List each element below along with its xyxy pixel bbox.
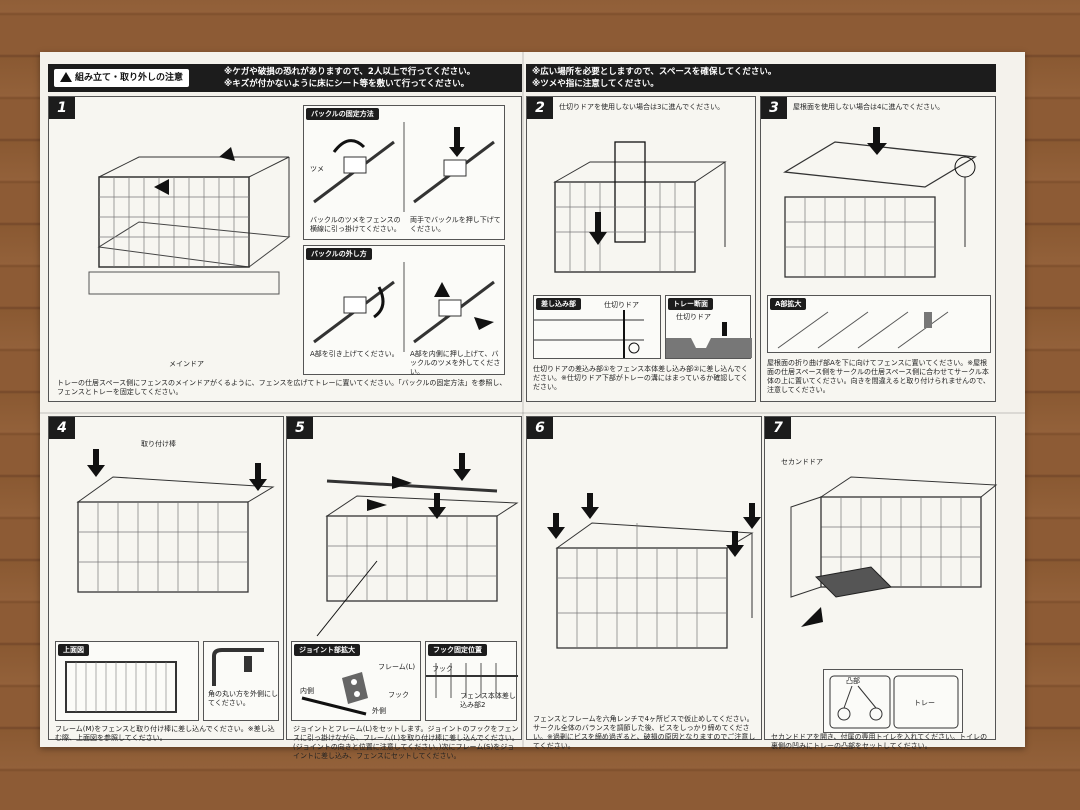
subpanel-buckle-remove: バックルの外し方 A部を引き上げてください。 A部を内側に押し上げて、バックルの… [303, 245, 505, 376]
step-6-caption: フェンスとフレームを六角レンチで4ヶ所ビスで仮止めしてください。サークル全体のバ… [533, 715, 756, 750]
step-7-panel: 7 セカンドドア 凸部 トレー セカンドドアを開き [764, 416, 998, 750]
header-left: 組み立て・取り外しの注意 ※ケガや破損の恐れがありますので、2人以上で行ってくだ… [48, 64, 522, 92]
instruction-sheet: 組み立て・取り外しの注意 ※ケガや破損の恐れがありますので、2人以上で行ってくだ… [40, 52, 1025, 760]
label-frame-l: フレーム(L) [378, 663, 416, 671]
subpanel-title: 差し込み部 [536, 298, 581, 310]
label-fence-insert: フェンス本体差し込み部2 [460, 692, 516, 709]
step-3-note: 屋根面を使用しない場合は4に進んでください。 [793, 103, 945, 111]
step-number: 2 [527, 97, 553, 119]
label-outer: 外側 [372, 707, 386, 715]
header-title: 組み立て・取り外しの注意 [54, 69, 190, 87]
top-view-illustration [65, 661, 177, 713]
header-left-notes: ※ケガや破損の恐れがありますので、2人以上で行ってください。 ※キズが付かないよ… [224, 66, 475, 90]
subpanel-title: トレー断面 [668, 298, 713, 310]
label-divider-door: 仕切りドア [676, 313, 711, 321]
fold-line-vertical [522, 52, 524, 747]
fold-line-horizontal [40, 412, 1025, 414]
subpanel-corner: 角の丸い方を外側にしてください。 [203, 641, 279, 721]
subpanel-buckle-fix: バックルの固定方法 ツメ バックルのツメをフェンスの横線に引っ掛けてください。 … [303, 105, 505, 240]
subpanel-toilet: 凸部 トレー [823, 669, 963, 733]
subpanel-title: ジョイント部拡大 [294, 644, 360, 656]
header-note: ※ツメや指に注意してください。 [532, 79, 659, 89]
step-2-caption: 仕切りドアの差込み部①をフェンス本体差し込み部②に差し込んでください。※仕切りド… [533, 365, 749, 391]
hook-position-illustration [426, 663, 518, 698]
step-number: 4 [49, 417, 75, 439]
insert-illustration [534, 310, 644, 358]
subpanel-insert: 差し込み部 仕切りドア [533, 295, 661, 359]
subpanel-title: バックルの固定方法 [306, 108, 379, 120]
cage-divider-illustration [553, 141, 727, 273]
a-detail-illustration [777, 311, 949, 349]
corner-text: 角の丸い方を外側にしてください。 [208, 690, 278, 707]
subpanel-title: バックルの外し方 [306, 248, 372, 260]
label-hook: フック [388, 691, 409, 699]
step-number: 5 [287, 417, 313, 439]
label-divider-door: 仕切りドア [604, 301, 639, 309]
subpanel-tray-section: トレー断面 仕切りドア [665, 295, 752, 359]
step-number: 6 [527, 417, 553, 439]
step-4-panel: 4 取り付け棒 上面図 [48, 416, 284, 742]
label-mounting-rod: 取り付け棒 [141, 440, 176, 448]
step-number: 7 [765, 417, 791, 439]
step-5-panel: 5 ジョイント部拡大 フレーム(L) フック 内側 外側 [286, 416, 522, 760]
subpanel-title: 上面図 [58, 644, 89, 656]
joint-illustration [301, 672, 368, 716]
buckle-fix-text-1: バックルのツメをフェンスの横線に引っ掛けてください。 [310, 216, 401, 233]
cage-screws-illustration [547, 493, 761, 649]
cage-joint-illustration [316, 453, 519, 637]
warning-icon [60, 72, 72, 82]
header-note: ※ケガや破損の恐れがありますので、2人以上で行ってください。 [224, 67, 476, 77]
step-6-panel: 6 フェンスとフレームを六角レンチで4ヶ所ビスで仮止めしてください。サークル全体… [526, 416, 762, 750]
label-tsume: ツメ [310, 165, 324, 173]
step-4-caption: フレーム(M)をフェンスと取り付け棒に差し込んでください。※差し込む際、上面図を… [55, 725, 275, 742]
step-3-caption: 屋根面の折り曲げ部Aを下に向けてフェンスに置いてください。※屋根面の仕居スペース… [767, 359, 990, 394]
step-1-panel: 1 メインドア バックルの固定方法 [48, 96, 522, 402]
header-right: ※広い場所を必要としますので、スペースを確保してください。 ※ツメや指に注意して… [526, 64, 996, 92]
step-number: 3 [761, 97, 787, 119]
label-tray: トレー [914, 699, 935, 707]
label-hook: フック [432, 665, 453, 673]
subpanel-title: A部拡大 [770, 298, 807, 310]
header-right-notes: ※広い場所を必要としますので、スペースを確保してください。 ※ツメや指に注意して… [532, 66, 776, 90]
buckle-remove-text-2: A部を内側に押し上げて、バックルのツメを外してください。 [410, 350, 501, 376]
buckle-remove-illustration [313, 262, 495, 352]
step-1-caption: トレーの仕居スペース側にフェンスのメインドアがくるように、フェンスを広げてトレー… [57, 379, 507, 396]
corner-illustration [212, 648, 264, 686]
buckle-fix-text-2: 両手でバックルを押し下げてください。 [410, 216, 501, 233]
buckle-fix-illustration [313, 122, 495, 212]
cage-toilet-illustration [790, 476, 998, 627]
label-inner: 内側 [300, 687, 314, 695]
step-2-panel: 2 仕切りドアを使用しない場合は3に進んでください。 差し込み部 仕切りドア [526, 96, 756, 402]
step-5-caption: ジョイントとフレーム(L)をセットします。ジョイントのフックをフェンスに引っ掛け… [293, 725, 519, 760]
subpanel-title: フック固定位置 [428, 644, 487, 656]
tray-section-illustration [666, 322, 752, 358]
step-7-caption: セカンドドアを開き、付属の専用トイレを入れてください。トイレの裏側の凹みにトレー… [771, 733, 988, 750]
toilet-illustration [829, 675, 959, 729]
cage-roof-illustration [783, 127, 977, 278]
label-convex: 凸部 [846, 677, 860, 685]
step-2-note: 仕切りドアを使用しない場合は3に進んでください。 [559, 103, 725, 111]
cage-frame-m-illustration [76, 449, 275, 593]
subpanel-a-detail: A部拡大 [767, 295, 991, 353]
subpanel-top-view: 上面図 [55, 641, 199, 721]
step-3-panel: 3 屋根面を使用しない場合は4に進んでください。 A部拡大 屋根面の折り曲げ部A… [760, 96, 996, 402]
label-main-door: メインドア [169, 360, 204, 368]
buckle-remove-text-1: A部を引き上げてください。 [310, 350, 399, 358]
header-note: ※キズが付かないように床にシート等を敷いて行ってください。 [224, 79, 470, 89]
cage-illustration [88, 147, 291, 295]
subpanel-hook-position: フック固定位置 フック フェンス本体差し込み部2 [425, 641, 518, 721]
step-number: 1 [49, 97, 75, 119]
header-note: ※広い場所を必要としますので、スペースを確保してください。 [532, 67, 777, 77]
subpanel-joint: ジョイント部拡大 フレーム(L) フック 内側 外側 [291, 641, 421, 721]
label-second-door: セカンドドア [781, 458, 823, 466]
